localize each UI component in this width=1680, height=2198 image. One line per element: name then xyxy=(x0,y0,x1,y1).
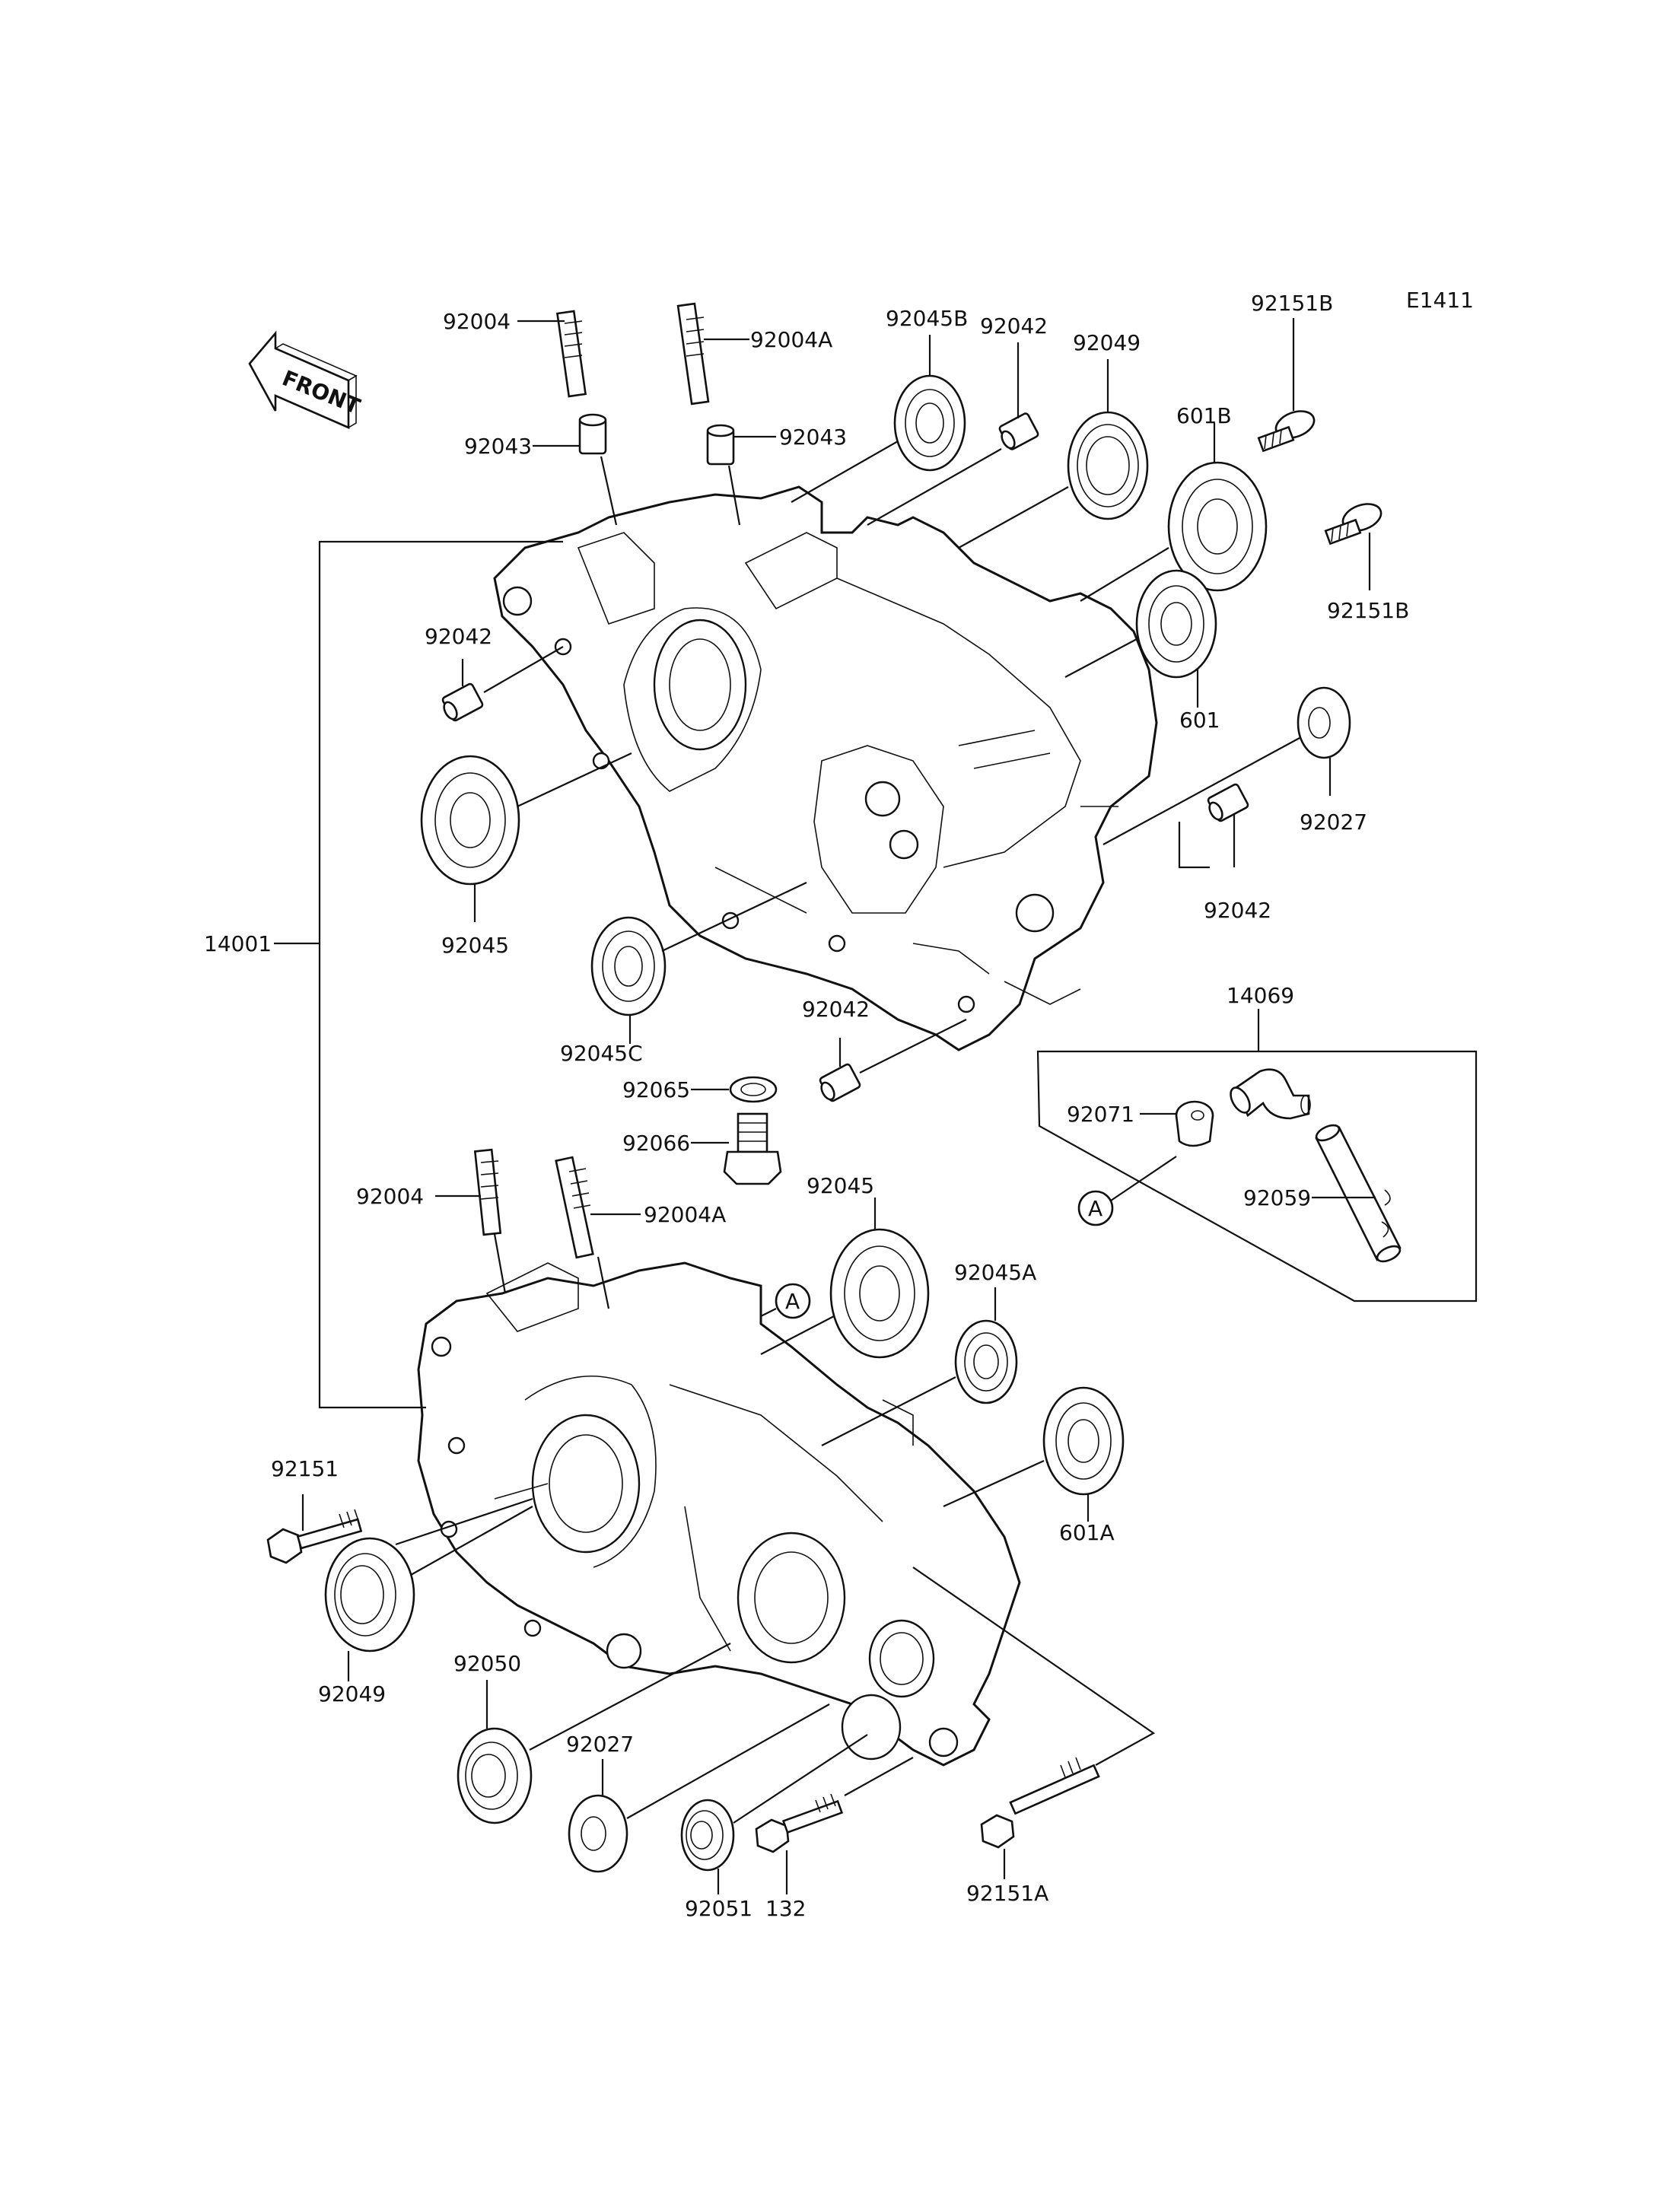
bearing-92045C: 92045C xyxy=(560,882,807,1066)
label-92059: 92059 xyxy=(1243,1185,1311,1210)
label-92051: 92051 xyxy=(685,1896,752,1921)
label-92151A: 92151A xyxy=(966,1881,1048,1906)
bolt-92151A: 92151A xyxy=(912,1567,1156,1906)
washer-92065: 92065 xyxy=(622,1076,778,1103)
bearing-92045-top: 92045 xyxy=(420,752,632,958)
label-92151B-right: 92151B xyxy=(1327,598,1409,623)
label-92045-top: 92045 xyxy=(441,933,509,958)
bearing-601: 601 xyxy=(1064,569,1220,733)
breather-hose-92059: 92059 xyxy=(1243,1124,1402,1263)
label-132: 132 xyxy=(765,1896,806,1921)
bearing-601A: 601A xyxy=(943,1386,1125,1545)
bracket-14001: 14001 xyxy=(204,540,563,1409)
label-92042-right: 92042 xyxy=(1204,898,1271,923)
ref-marker-A-right: A xyxy=(1077,1156,1177,1226)
bolt-132: 132 xyxy=(755,1757,914,1921)
label-92066: 92066 xyxy=(622,1131,690,1156)
label-92151: 92151 xyxy=(271,1456,339,1481)
dowel-92043-left: 92043 xyxy=(464,413,618,526)
label-92151B-top: 92151B xyxy=(1251,291,1333,316)
upper-crankcase-half xyxy=(493,485,1158,1051)
label-14069: 14069 xyxy=(1227,983,1294,1008)
grommet-92071: 92071 xyxy=(1067,1100,1214,1147)
label-92049-bot: 92049 xyxy=(318,1681,386,1707)
label-92027-top: 92027 xyxy=(1300,810,1367,835)
label-92042-top: 92042 xyxy=(980,313,1048,339)
label-601B: 601B xyxy=(1176,403,1232,428)
bearing-92045B: 92045B xyxy=(791,306,968,503)
label-92045A: 92045A xyxy=(954,1260,1036,1285)
label-92004-top: 92004 xyxy=(443,309,511,334)
label-92065: 92065 xyxy=(622,1077,690,1102)
label-92004A-bot: 92004A xyxy=(644,1202,726,1227)
dowel-92042-top: 92042 xyxy=(867,313,1048,526)
seal-92027-top: 92027 xyxy=(1102,686,1367,845)
label-92043-left: 92043 xyxy=(464,434,532,459)
seal-92051: 92051 xyxy=(680,1734,868,1921)
stud-92004A-top: 92004A xyxy=(676,302,832,406)
bearing-92045A: 92045A xyxy=(821,1260,1036,1446)
label-601: 601 xyxy=(1179,708,1220,733)
label-92045-bot: 92045 xyxy=(807,1173,874,1198)
seal-92050: 92050 xyxy=(453,1643,731,1824)
diagram-code: E1411 xyxy=(1406,288,1474,313)
bolt-92151: 92151 xyxy=(266,1456,533,1564)
dowel-92042-lower: 92042 xyxy=(802,997,967,1102)
label-92071: 92071 xyxy=(1067,1102,1134,1127)
screw-92151B-right: 92151B xyxy=(1324,503,1409,623)
label-92050: 92050 xyxy=(453,1651,521,1676)
seal-92049-top: 92049 xyxy=(958,330,1149,549)
ref-marker-A-left-text: A xyxy=(785,1289,800,1314)
label-14001: 14001 xyxy=(204,931,272,956)
label-601A: 601A xyxy=(1059,1520,1115,1545)
label-92049-top: 92049 xyxy=(1073,330,1141,355)
ref-marker-A-left: A xyxy=(760,1283,811,1319)
label-92027-bot: 92027 xyxy=(566,1732,634,1757)
seal-92027-bot: 92027 xyxy=(566,1703,830,1873)
drain-plug-92066: 92066 xyxy=(622,1112,782,1185)
dowel-92042-right: 92042 xyxy=(1178,783,1271,923)
bearing-92045-bot: 92045 xyxy=(760,1173,930,1359)
label-92042-lower: 92042 xyxy=(802,997,870,1022)
elbow-fitting xyxy=(1230,1068,1311,1120)
lower-crankcase-half xyxy=(417,1261,1021,1767)
stud-92004-bot: 92004 xyxy=(356,1148,507,1294)
label-92004-bot: 92004 xyxy=(356,1184,424,1209)
label-92045C: 92045C xyxy=(560,1041,643,1066)
dowel-92043-right: 92043 xyxy=(706,424,847,526)
dowel-92042-left: 92042 xyxy=(425,624,564,722)
front-arrow-icon: FRONT xyxy=(248,330,364,429)
label-92043-right: 92043 xyxy=(779,425,847,450)
stud-92004A-bot: 92004A xyxy=(555,1156,726,1309)
label-92004A-top: 92004A xyxy=(750,327,832,352)
bearing-601B: 601B xyxy=(1080,403,1268,602)
ref-marker-A-right-text: A xyxy=(1088,1196,1102,1221)
box-14069: 14069 xyxy=(1036,983,1478,1303)
seal-92049-bot: 92049 xyxy=(318,1506,533,1707)
stud-92004-top: 92004 xyxy=(443,309,587,398)
screw-92151B-top: 92151B xyxy=(1251,291,1333,453)
label-92042-left: 92042 xyxy=(425,624,492,649)
label-92045B: 92045B xyxy=(886,306,968,331)
